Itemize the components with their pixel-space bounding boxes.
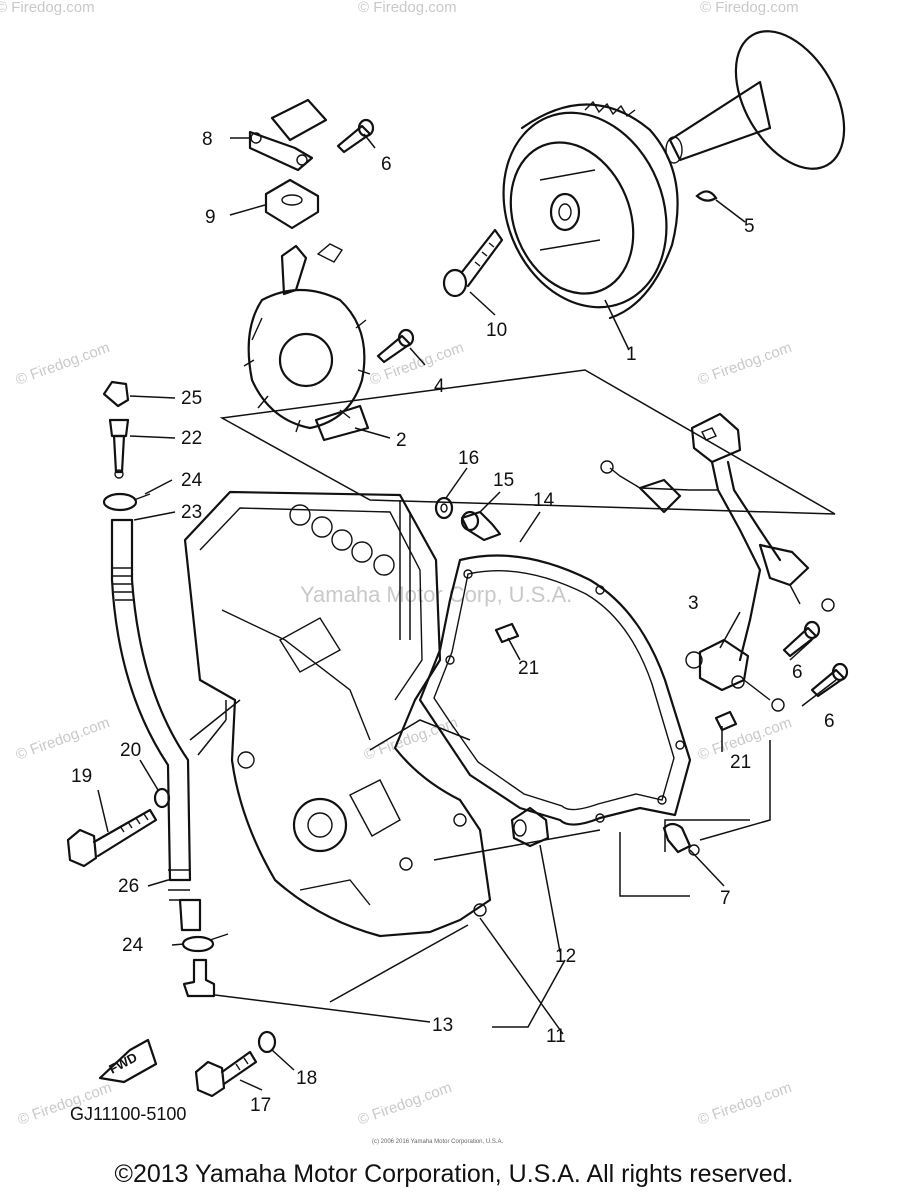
tiny-copyright-notice: (c) 2006 2016 Yamaha Motor Corporation, … [372, 1139, 504, 1145]
callout-21-lower: 21 [730, 752, 751, 773]
callout-6-right-upper: 6 [792, 662, 803, 683]
part-woodruff-key [695, 190, 718, 202]
callout-23: 23 [181, 502, 202, 523]
part-bolt-17 [194, 1050, 258, 1098]
part-hose-clamp-lower [181, 933, 229, 953]
part-bushing [510, 806, 550, 848]
fwd-label: FWD [106, 1050, 139, 1077]
leader-lines [97, 133, 837, 1091]
callout-14: 14 [533, 490, 555, 511]
diagram-code: GJ11100-5100 [70, 1104, 186, 1124]
part-stator-assembly [243, 243, 371, 442]
callout-22: 22 [181, 428, 202, 449]
part-pickup-cover [248, 98, 328, 172]
callout-17: 17 [250, 1095, 271, 1116]
part-bolt-15 [460, 510, 502, 542]
stator-mount-plane [219, 369, 836, 515]
part-crankshaft-taper [665, 30, 846, 170]
callout-1: 1 [626, 344, 637, 365]
callout-24-upper: 24 [181, 470, 203, 491]
watermark-mid-left: © Firedog.com [14, 339, 112, 389]
copyright-footer: ©2013 Yamaha Motor Corporation, U.S.A. A… [114, 1160, 794, 1188]
callout-20: 20 [120, 740, 141, 761]
part-wire-clamp [662, 822, 700, 856]
part-bolt-19 [66, 808, 158, 868]
part-gasket [418, 554, 692, 826]
part-dowel-lower [714, 710, 738, 732]
watermark-mid-right: © Firedog.com [696, 339, 794, 389]
callout-8: 8 [202, 129, 213, 150]
part-hose-clamp-upper [102, 492, 151, 512]
callout-2: 2 [396, 430, 407, 451]
callout-19: 19 [71, 766, 92, 787]
watermark-top-left: © Firedog.com [0, 0, 95, 16]
part-hose-fitting [108, 418, 130, 479]
watermark-low-left: © Firedog.com [14, 714, 112, 764]
callout-21-upper: 21 [518, 658, 539, 679]
callout-3: 3 [688, 593, 699, 614]
callout-7: 7 [720, 888, 731, 909]
callout-labels: 1 2 3 4 5 6 6 6 7 8 9 10 11 12 13 14 15 … [71, 129, 835, 1116]
fwd-arrow-icon: FWD [98, 1038, 158, 1084]
part-washer-16 [434, 496, 454, 520]
callout-6-right-lower: 6 [824, 711, 835, 732]
watermark-bottom-right: © Firedog.com [696, 1079, 794, 1129]
part-rubber-grommet [264, 178, 320, 230]
callout-6-top: 6 [381, 154, 392, 175]
part-crankcase-cover [183, 490, 492, 938]
callout-12: 12 [555, 946, 576, 967]
part-screw-4 [376, 328, 415, 364]
part-washer-20 [153, 787, 171, 809]
part-screw-6-right-lower [810, 662, 849, 698]
part-screw-6-top [336, 118, 375, 154]
part-screw-6-right-upper [782, 620, 821, 658]
part-flywheel-bolt [442, 228, 504, 298]
watermark-top-center: © Firedog.com [358, 0, 457, 16]
part-cap [102, 380, 130, 408]
callout-24-lower: 24 [122, 935, 144, 956]
callout-25: 25 [181, 388, 202, 409]
part-breather-elbow [182, 958, 216, 998]
part-dowel-upper [494, 622, 520, 644]
callout-13: 13 [432, 1015, 453, 1036]
callout-4: 4 [434, 376, 445, 397]
callout-15: 15 [493, 470, 514, 491]
part-flywheel-rotor [502, 100, 679, 320]
watermark-top-right: © Firedog.com [700, 0, 799, 16]
callout-11: 11 [546, 1026, 566, 1047]
callout-10: 10 [486, 320, 507, 341]
part-breather-hose [110, 518, 202, 932]
callout-9: 9 [205, 207, 216, 228]
callout-18: 18 [296, 1068, 317, 1089]
part-washer-18 [257, 1030, 277, 1054]
watermark-bottom-center: © Firedog.com [356, 1079, 454, 1129]
callout-16: 16 [458, 448, 479, 469]
callout-5: 5 [744, 216, 755, 237]
callout-26: 26 [118, 876, 139, 897]
watermark-mid-center: © Firedog.com [368, 339, 466, 389]
